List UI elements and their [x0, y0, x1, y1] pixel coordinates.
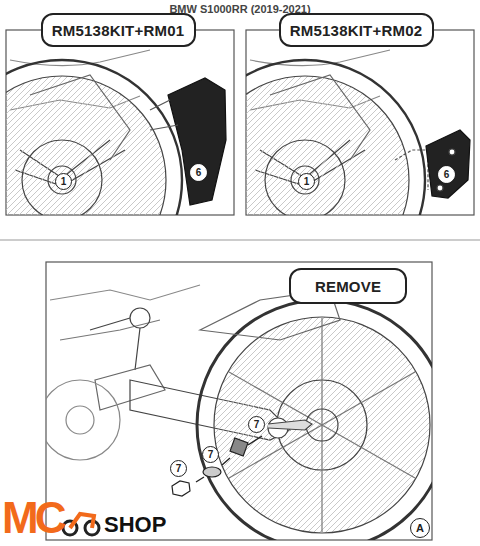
- callout-number: 7: [248, 416, 265, 433]
- callout-number: 1: [298, 173, 315, 190]
- mudguard-bracket: [426, 130, 470, 198]
- washer: [203, 467, 221, 477]
- logo-icon: [63, 514, 99, 535]
- callout-number: 1: [55, 173, 72, 190]
- box-label: RM5138KIT+RM01: [52, 22, 184, 39]
- mudguard: [168, 78, 226, 205]
- nut: [172, 481, 190, 496]
- box-label: RM5138KIT+RM02: [290, 22, 422, 39]
- watermark-logo: MC: [2, 494, 62, 542]
- separator-line: [0, 239, 480, 240]
- callout-number: 6: [190, 164, 207, 181]
- callout-number: A: [410, 518, 430, 538]
- label-box: RM5138KIT+RM01: [41, 13, 196, 47]
- label-box: RM5138KIT+RM02: [279, 13, 434, 47]
- box-label: REMOVE: [315, 278, 381, 295]
- callout-number: 6: [438, 166, 455, 183]
- watermark-text: SHOP: [104, 512, 166, 538]
- callout-number: 7: [202, 446, 219, 463]
- square-plate: [230, 438, 248, 456]
- label-box: REMOVE: [289, 268, 407, 304]
- panel-frame: [46, 262, 432, 540]
- callout-number: 7: [170, 460, 187, 477]
